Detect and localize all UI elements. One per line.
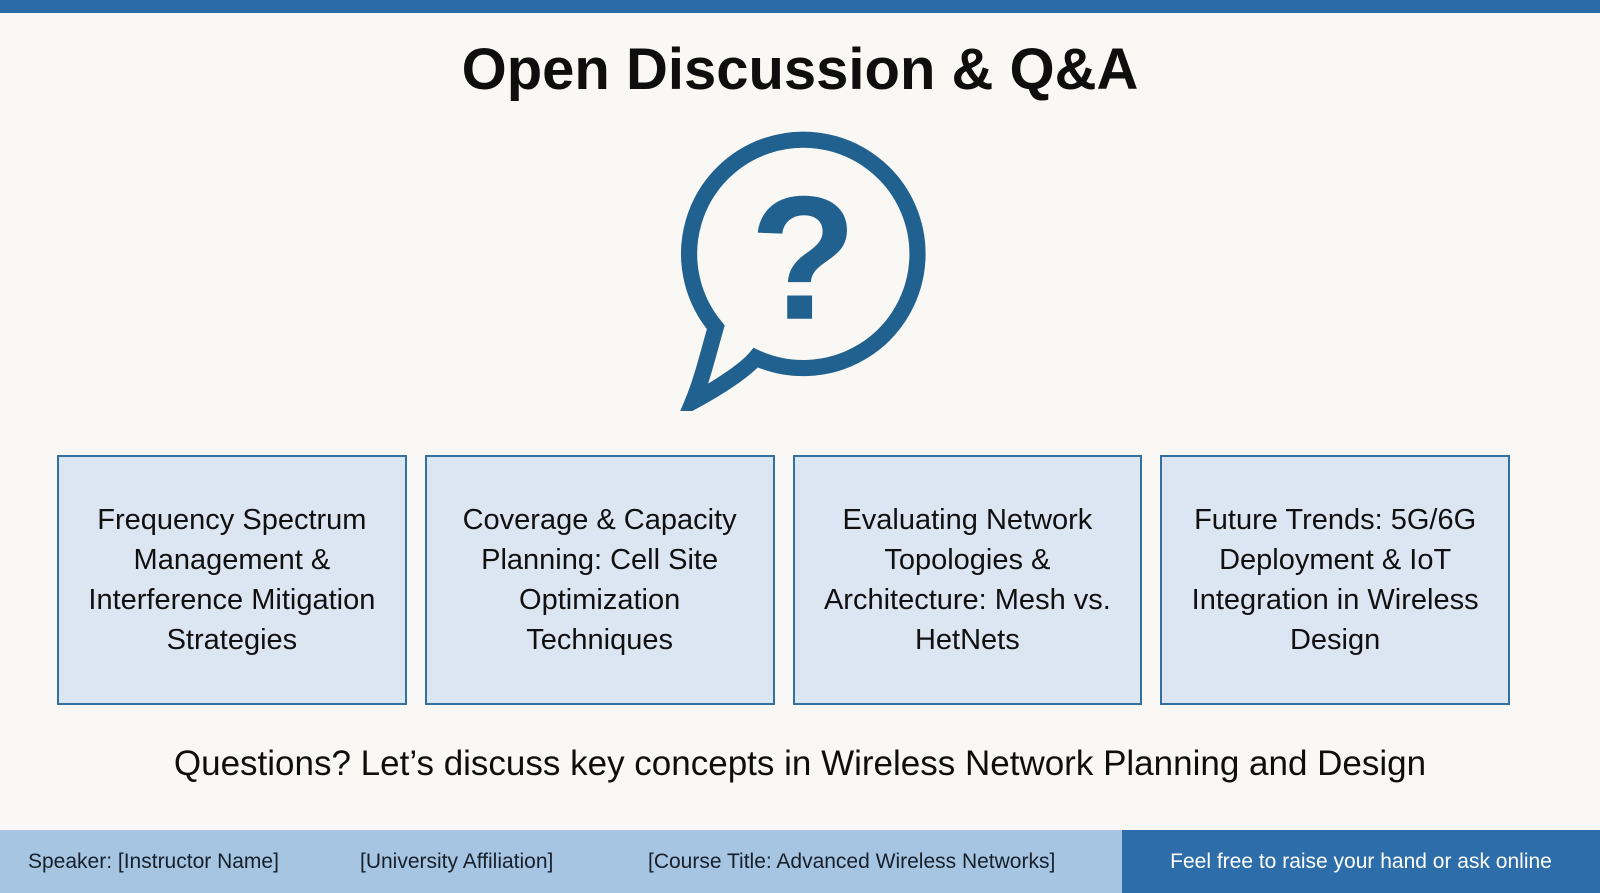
top-accent-bar	[0, 0, 1600, 13]
question-prompt: Questions? Let’s discuss key concepts in…	[173, 744, 1427, 783]
footer-bar: Speaker: [Instructor Name] [University A…	[0, 830, 1600, 893]
question-speech-bubble-icon: ?	[0, 116, 1600, 411]
topic-box-label: Future Trends: 5G/6G Deployment & IoT In…	[1191, 504, 1479, 656]
topic-boxes: Frequency Spectrum Management & Interfer…	[57, 455, 1510, 705]
footer-note: Feel free to raise your hand or ask onli…	[1122, 830, 1600, 893]
topic-box-label: Frequency Spectrum Management & Interfer…	[88, 504, 376, 656]
footer-affiliation: [University Affiliation]	[360, 849, 554, 873]
question-mark-glyph: ?	[749, 161, 857, 357]
topic-box-label: Evaluating Network Topologies & Architec…	[823, 504, 1111, 656]
topic-box-future-trends: Future Trends: 5G/6G Deployment & IoT In…	[1160, 455, 1510, 705]
topic-box-label: Coverage & Capacity Planning: Cell Site …	[462, 504, 737, 656]
footer-course: [Course Title: Advanced Wireless Network…	[648, 849, 1056, 873]
slide-title: Open Discussion & Q&A	[461, 37, 1139, 102]
topic-box-spectrum-management: Frequency Spectrum Management & Interfer…	[57, 455, 407, 705]
speech-bubble-svg: ?	[679, 131, 926, 411]
topic-box-coverage-capacity: Coverage & Capacity Planning: Cell Site …	[424, 455, 775, 705]
speech-bubble-outline	[679, 131, 926, 411]
footer-speaker: Speaker: [Instructor Name]	[28, 849, 279, 873]
topic-box-network-topologies: Evaluating Network Topologies & Architec…	[792, 455, 1143, 705]
